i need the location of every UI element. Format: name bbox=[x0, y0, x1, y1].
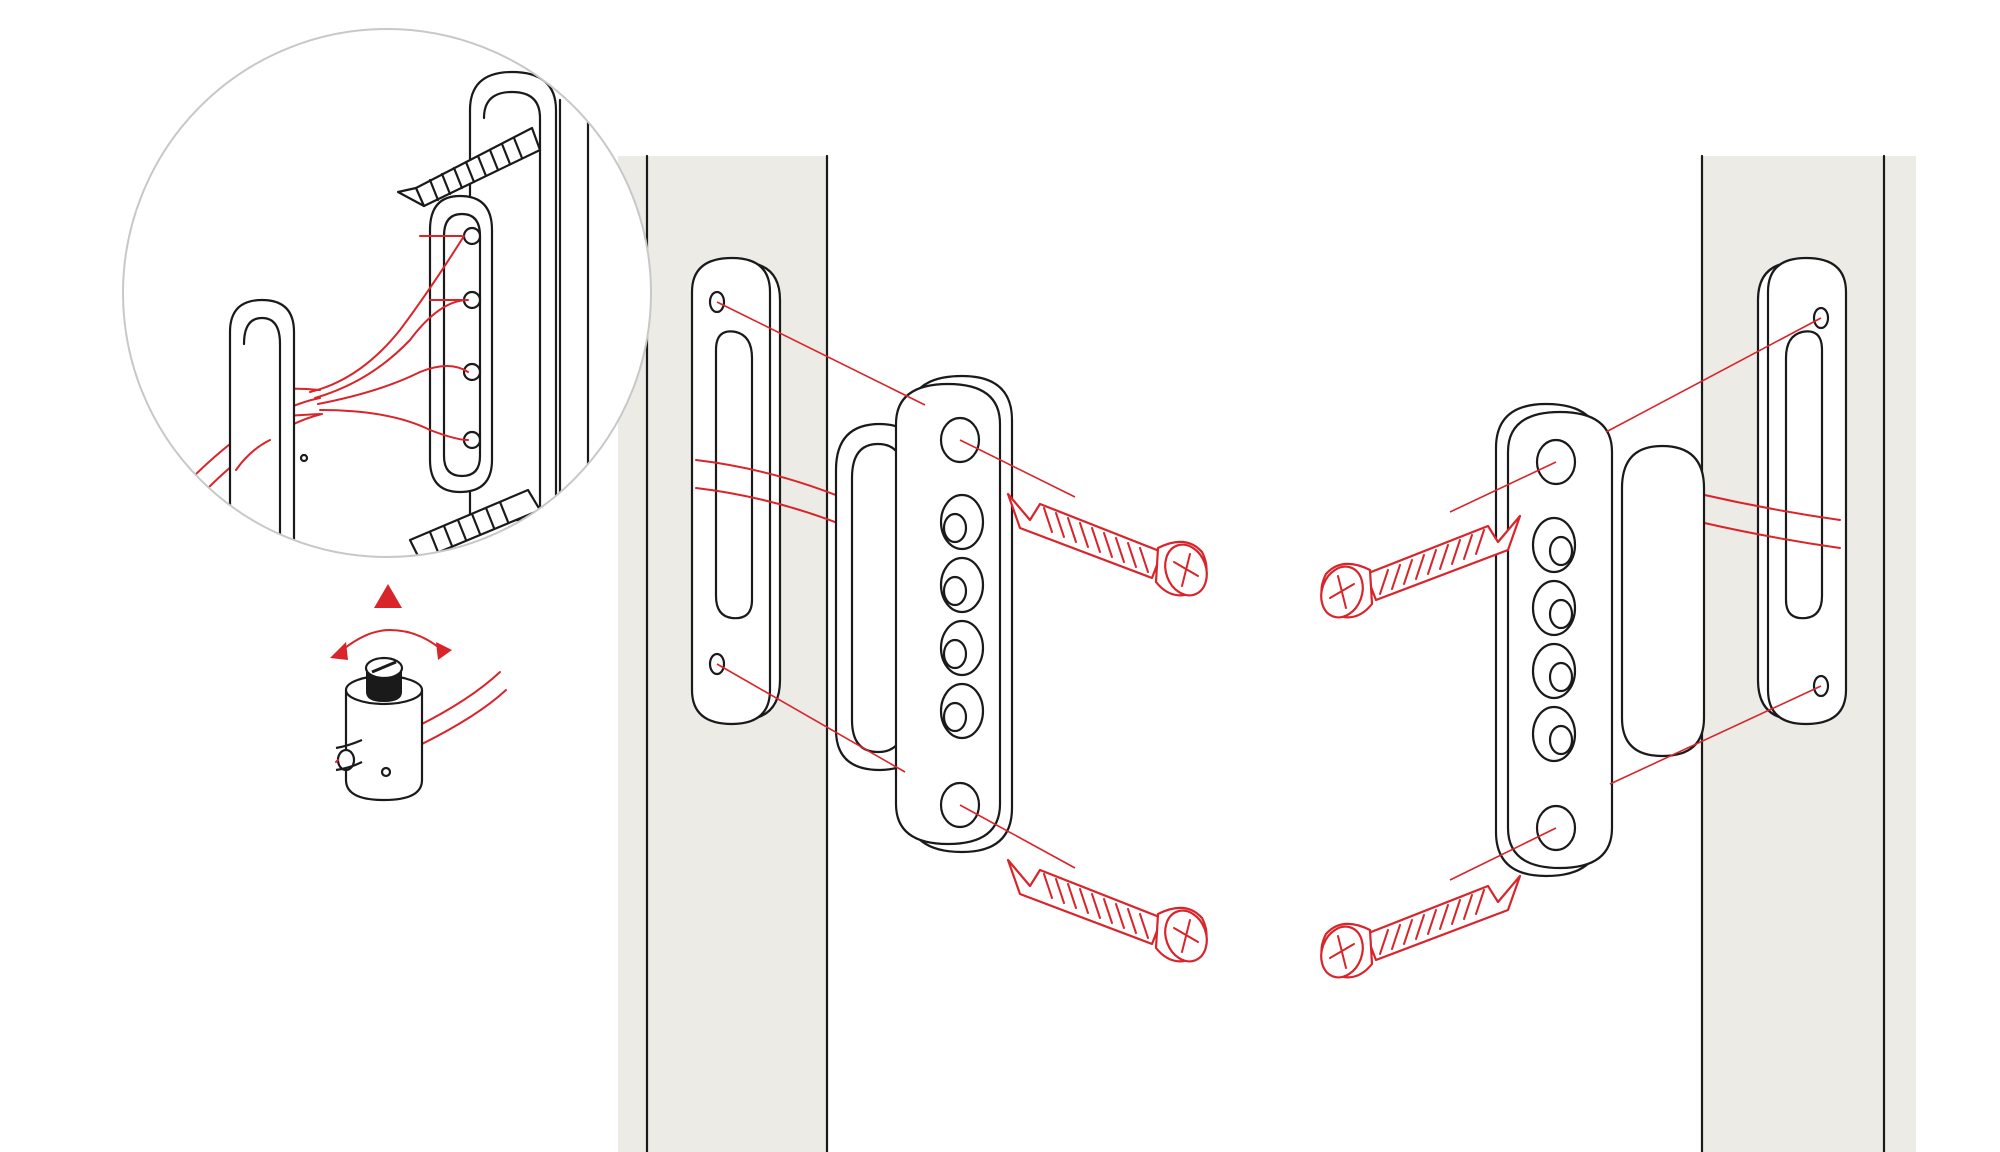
mounting-plate-right bbox=[1756, 256, 1848, 726]
terminal-strip-left bbox=[894, 374, 1014, 854]
rotate-arrows-icon bbox=[330, 628, 452, 660]
detail-magnifier bbox=[122, 28, 652, 558]
mounting-plate-left bbox=[690, 256, 782, 726]
screw-icon bbox=[1006, 492, 1215, 603]
cable-clamp-detail bbox=[335, 656, 507, 802]
screw-icon bbox=[1313, 874, 1522, 985]
screw-thread-detail bbox=[396, 126, 542, 208]
wires-detail bbox=[309, 235, 469, 441]
arrow-up-icon bbox=[374, 584, 402, 608]
screw-icon bbox=[1006, 858, 1215, 969]
screw-icon bbox=[1313, 514, 1522, 625]
alignment-guides-left bbox=[716, 301, 1076, 869]
right-assembly bbox=[1449, 256, 1848, 881]
terminal-screws-detail bbox=[462, 226, 482, 450]
